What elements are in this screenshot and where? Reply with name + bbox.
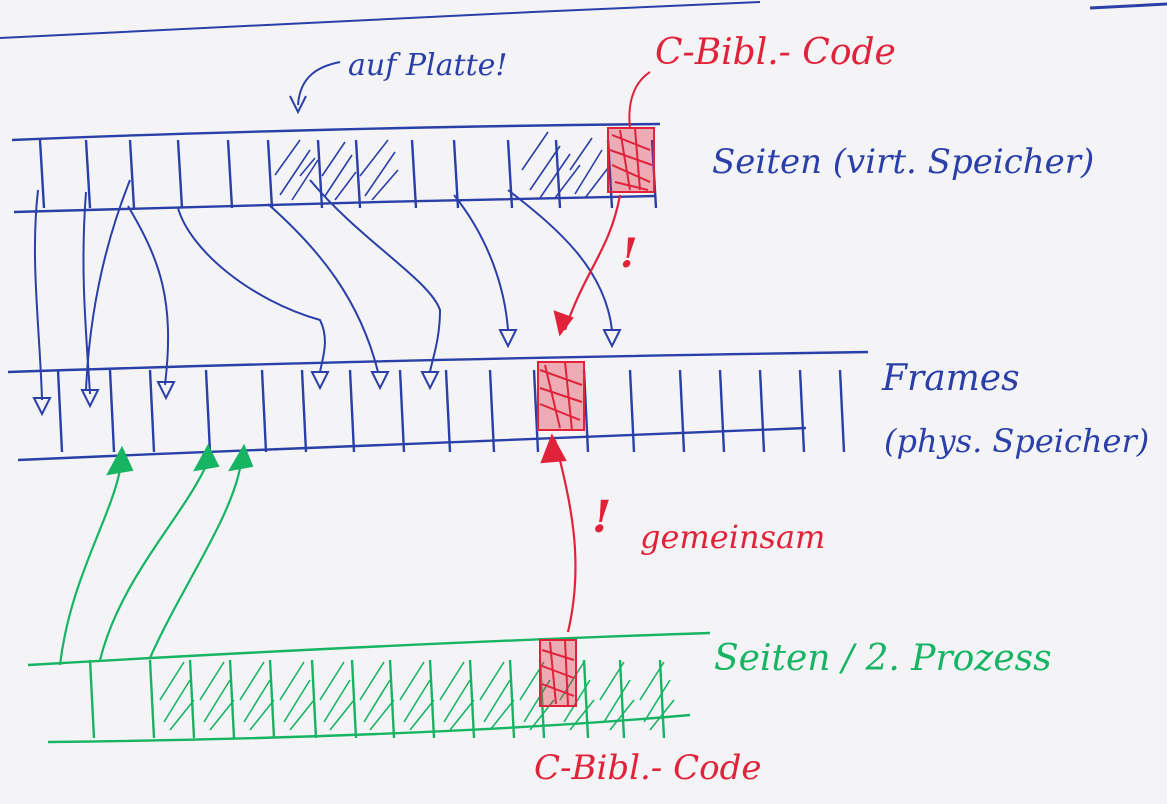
virtual-page-divider [128,139,136,209]
virtual-to-physical-arrows [33,179,613,401]
process2-page-divider [188,659,196,739]
physical-frame-divider [300,369,308,453]
virtual-page-divider [176,139,184,209]
shared-label: gemeinsam [640,518,826,556]
process2-hatch-mark [599,661,635,731]
virtual-page-divider [84,139,92,209]
process2-pages-hatching [159,661,675,731]
on-disk-pointer [289,61,341,115]
physical-frame-dividers [56,369,846,453]
top-right-corner-line [1089,2,1167,10]
physical-frames-strip [7,350,869,462]
virtual-page-divider [452,139,460,209]
clib-mapping-arrow-bottom [540,433,577,633]
physical-frame-divider [108,369,116,453]
virtual-pages-hatching [274,131,609,201]
exclamation-mark-top: ! [620,230,638,277]
physical-frame-divider [148,369,156,453]
process2-page-divider [468,659,476,739]
physical-frame-divider [628,369,636,453]
virtual-page-divider [38,139,46,209]
clib-label-pointer [628,71,651,129]
process2-hatch-mark [359,661,395,731]
clib-code-label-top: C-Bibl.- Code [655,32,896,73]
virtual-pages-label: Seiten (virt. Speicher) [712,142,1095,182]
process2-page-divider [268,659,276,739]
process2-hatch-mark [239,661,275,731]
process2-page-divider [658,659,666,739]
process2-page-divider [350,659,358,739]
process2-to-physical-arrows [58,467,242,666]
physical-clib-frame [537,361,585,431]
process2-clib-cell [539,639,577,707]
physical-frame-divider [718,369,726,453]
virtual-clib-cell [607,127,655,193]
arrowheads-green [106,443,254,476]
virtual-page-divider [410,139,418,209]
arrowheads-blue [32,329,622,417]
virtual-page-divider [316,139,324,209]
process2-hatch-mark [279,661,315,731]
exclamation-mark-bottom: ! [592,492,612,543]
virtual-pages-strip [11,122,661,214]
frames-label: Frames [882,358,1020,399]
virtual-page-divider [266,139,274,209]
physical-frame-divider [348,369,356,453]
physical-frame-divider [758,369,766,453]
physical-memory-label: (phys. Speicher) [884,422,1150,460]
process2-page-divider [228,659,236,739]
physical-frame-divider [204,369,212,453]
process2-pages-label: Seiten / 2. Prozess [714,638,1052,679]
process2-page-divider [388,659,396,739]
physical-frame-divider [398,369,406,453]
physical-frame-divider [56,369,64,453]
process2-page-divider [582,659,590,739]
process2-hatch-mark [199,661,235,731]
process2-hatch-mark [479,661,515,731]
top-border-line [0,1,761,39]
process2-page-divider [508,659,516,739]
process2-page-divider [618,659,626,739]
physical-frame-divider [260,369,268,453]
process2-page-divider [428,659,436,739]
clib-code-label-bottom: C-Bibl.- Code [534,748,762,788]
process2-pages-strip [27,631,711,744]
physical-frame-divider [444,369,452,453]
process2-page-dividers [88,659,666,739]
physical-frame-divider [532,369,540,453]
virtual-page-divider [506,139,514,209]
physical-frame-divider [678,369,686,453]
clib-mapping-arrow-top [553,194,622,337]
process2-hatch-mark [399,661,435,731]
physical-frame-divider [488,369,496,453]
virtual-page-divider [354,139,362,209]
process2-page-divider [148,659,156,739]
process2-hatch-mark [159,661,195,731]
physical-frame-divider [798,369,806,453]
process2-page-divider [88,659,96,739]
process2-hatch-mark [439,661,475,731]
process2-page-divider [310,659,318,739]
process2-hatch-mark [319,661,355,731]
on-disk-label: auf Platte! [348,48,508,83]
process2-hatch-mark [639,661,675,731]
virtual-page-divider [226,139,234,209]
physical-frame-divider [838,369,846,453]
